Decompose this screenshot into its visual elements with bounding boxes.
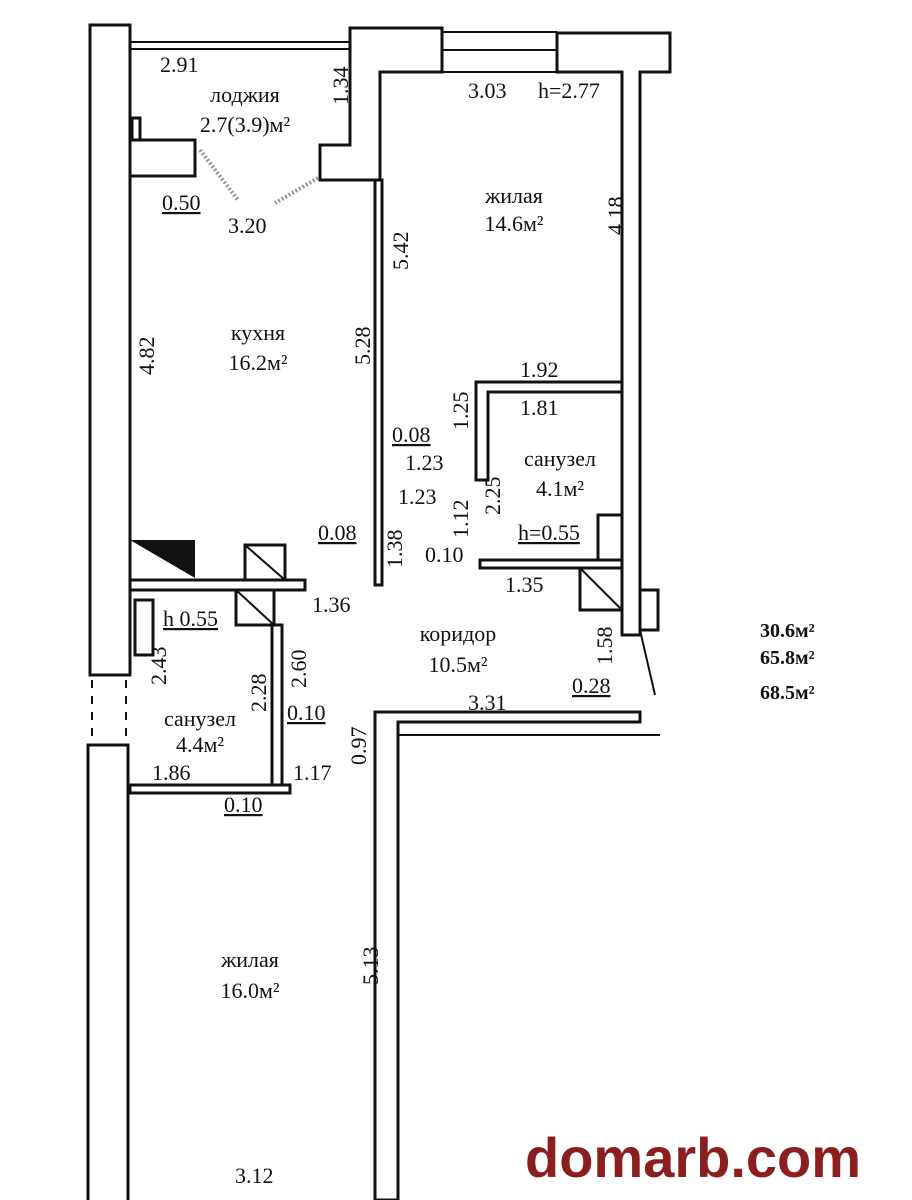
dimension: 2.91 xyxy=(160,52,199,77)
door-left-leaf xyxy=(198,148,240,202)
dimension: 1.81 xyxy=(520,395,559,420)
dimension: 1.58 xyxy=(592,627,617,666)
dimension: 1.36 xyxy=(312,592,351,617)
total-area: 65.8м² xyxy=(760,647,815,669)
dimension: 4.18 xyxy=(603,197,628,236)
dimension: 1.23 xyxy=(405,450,444,475)
room-area: 4.4м² xyxy=(176,732,224,757)
dimension: 2.25 xyxy=(480,477,505,516)
dimension: 2.60 xyxy=(286,650,311,689)
dimension: 0.10 xyxy=(425,542,464,567)
dimension: 5.13 xyxy=(358,947,383,986)
dimension: 1.34 xyxy=(328,67,353,106)
left-outer-wall-lower xyxy=(86,743,130,1200)
dimension: 4.82 xyxy=(134,337,159,376)
bathroom-2-bottom-wall xyxy=(128,783,292,795)
dimension: h=0.55 xyxy=(518,520,580,545)
left-outer-wall xyxy=(88,23,132,677)
dimension: 0.50 xyxy=(162,190,201,215)
dimension: 1.35 xyxy=(505,572,544,597)
dimension: 1.12 xyxy=(448,500,473,539)
dimension: 0.08 xyxy=(318,520,357,545)
overall-area: 68.5м² xyxy=(760,682,815,704)
room-name: жилая xyxy=(220,947,279,972)
walls xyxy=(86,23,672,1200)
living-area-total: 30.6м² xyxy=(760,620,815,642)
dimension: 0.10 xyxy=(224,792,263,817)
room-area: 16.0м² xyxy=(220,978,279,1003)
dimension: 1.92 xyxy=(520,357,559,382)
dimension: 0.10 xyxy=(287,700,326,725)
dimension: 2.28 xyxy=(246,674,271,713)
dimension: 1.23 xyxy=(398,484,437,509)
dimension: 0.08 xyxy=(392,422,431,447)
dimension: 3.12 xyxy=(235,1163,274,1188)
chimney-icon xyxy=(130,540,195,578)
room-area: 4.1м² xyxy=(536,476,584,501)
room-name: санузел xyxy=(164,706,236,731)
room-area: 2.7(3.9)м² xyxy=(200,112,291,137)
watermark: domarb.com xyxy=(525,1126,861,1189)
dimension-labels: 2.91 1.34 3.03 h=2.77 0.50 3.20 5.42 4.1… xyxy=(134,52,628,1188)
dimension: 0.97 xyxy=(346,727,371,766)
dimension: 5.42 xyxy=(388,232,413,271)
dimension: h 0.55 xyxy=(163,606,218,631)
bathroom-1-wall xyxy=(474,380,624,482)
room-area: 16.2м² xyxy=(228,350,287,375)
right-outer-wall xyxy=(555,31,672,637)
dimension: 3.20 xyxy=(228,213,267,238)
dimension: 5.28 xyxy=(350,327,375,366)
ceiling-height: h=2.77 xyxy=(538,78,600,103)
dimension: 0.28 xyxy=(572,673,611,698)
loggia-wall-stub xyxy=(128,138,197,178)
room-labels: лоджия 2.7(3.9)м² жилая 14.6м² кухня 16.… xyxy=(164,82,596,1003)
kitchen-partition xyxy=(373,178,384,587)
corridor-wall xyxy=(373,710,642,1200)
bathroom-2-wall xyxy=(270,623,284,792)
dimension: 1.17 xyxy=(293,760,332,785)
room-name: кухня xyxy=(231,320,285,345)
room-name: жилая xyxy=(484,183,543,208)
dimension: 1.38 xyxy=(382,530,407,569)
dimension: 3.31 xyxy=(468,690,507,715)
door-right-leaf xyxy=(273,176,320,205)
room-name: санузел xyxy=(524,446,596,471)
room-name: коридор xyxy=(420,621,497,646)
dimension: 1.25 xyxy=(448,392,473,431)
room-area: 14.6м² xyxy=(484,211,543,236)
area-totals: 30.6м² 65.8м² 68.5м² xyxy=(760,620,815,704)
dimension: 1.86 xyxy=(152,760,191,785)
dimension: 3.03 xyxy=(468,78,507,103)
bathroom-1-bottom-wall xyxy=(478,558,624,570)
dimension: 2.43 xyxy=(146,647,171,686)
room-area: 10.5м² xyxy=(428,652,487,677)
room-name: лоджия xyxy=(210,82,280,107)
